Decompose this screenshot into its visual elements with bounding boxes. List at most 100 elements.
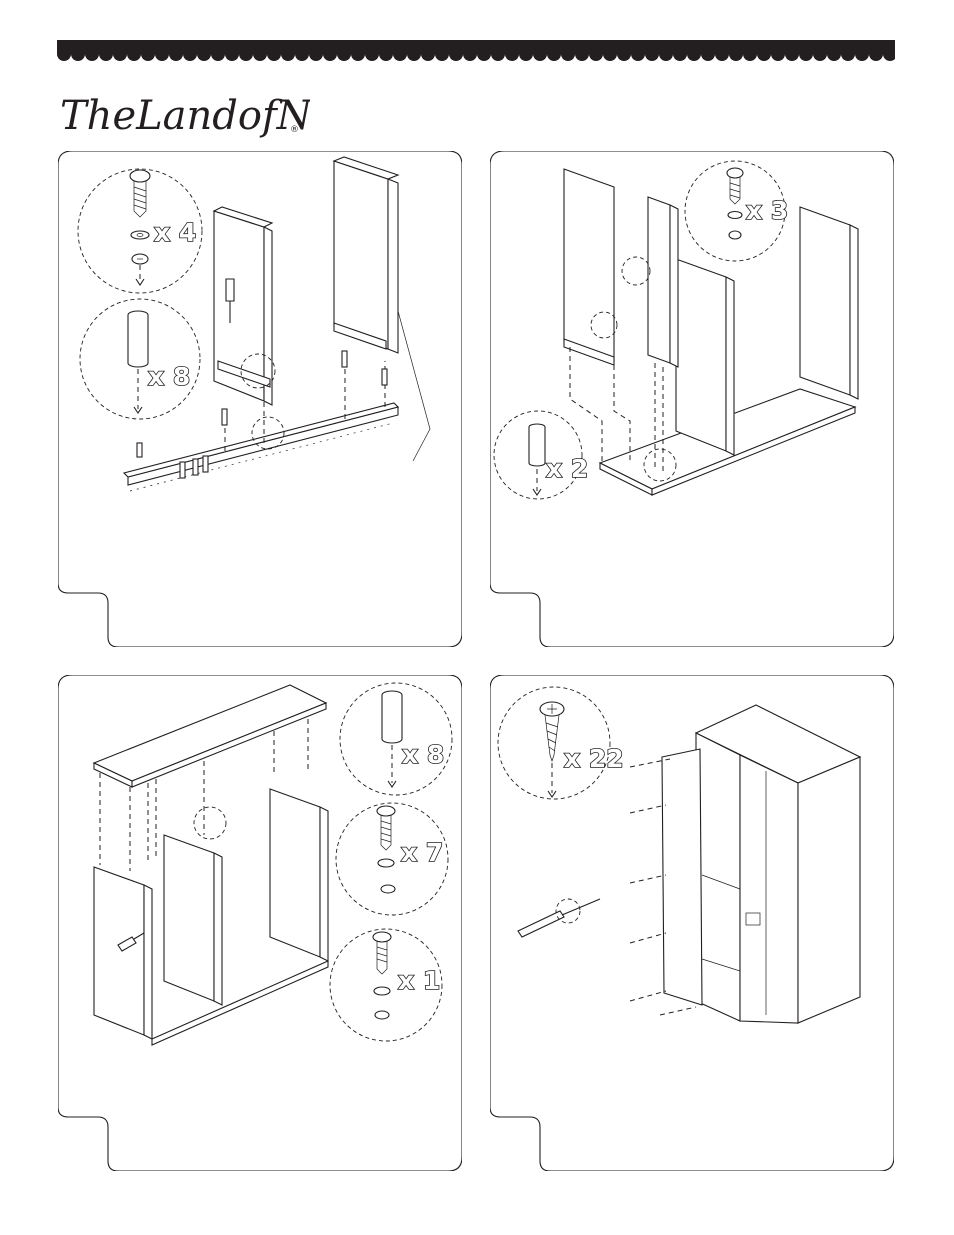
scalloped-header-banner bbox=[57, 40, 895, 62]
banner-scallop bbox=[799, 47, 813, 61]
screw-icon bbox=[377, 806, 395, 850]
banner-scallop bbox=[785, 47, 799, 61]
screw-parts-callout: x 4 bbox=[78, 169, 202, 293]
quantity-label: x 7 bbox=[401, 838, 443, 867]
banner-scallop bbox=[267, 47, 281, 61]
banner-scallop bbox=[421, 47, 435, 61]
banner-scallop bbox=[141, 47, 155, 61]
banner-scallop bbox=[71, 47, 85, 61]
banner-scallop bbox=[351, 47, 365, 61]
screw-icon bbox=[130, 170, 150, 217]
banner-scallop bbox=[127, 47, 141, 61]
banner-scallop bbox=[435, 47, 449, 61]
registered-mark: ® bbox=[290, 125, 299, 135]
wardrobe-drawing bbox=[696, 705, 860, 1023]
banner-scallop bbox=[239, 47, 253, 61]
banner-scallop bbox=[645, 47, 659, 61]
dowel-parts-callout: x 8 bbox=[340, 683, 452, 795]
cam-lock-icon bbox=[132, 254, 148, 264]
screw-icon bbox=[373, 932, 391, 974]
banner-scallop bbox=[631, 47, 645, 61]
dowel-parts-callout: x 2 bbox=[494, 411, 588, 499]
banner-scallop bbox=[85, 47, 99, 61]
screw-parts-callout: x 3 bbox=[685, 161, 788, 261]
dowel-parts-callout: x 8 bbox=[80, 299, 200, 419]
banner-scallop bbox=[729, 47, 743, 61]
step-2-panel: x 3 x 2 bbox=[490, 151, 894, 647]
banner-scallop bbox=[561, 47, 575, 61]
wood-dowel-icon bbox=[382, 691, 402, 743]
side-panel-left-drawing bbox=[214, 207, 275, 405]
banner-scallop bbox=[505, 47, 519, 61]
banner-scallop bbox=[575, 47, 589, 61]
quantity-label: x 22 bbox=[564, 744, 624, 773]
quantity-label: x 8 bbox=[148, 362, 190, 391]
wood-dowel-icon bbox=[529, 424, 545, 466]
quantity-label: x 8 bbox=[402, 740, 444, 769]
banner-scallop bbox=[225, 47, 239, 61]
banner-scallop bbox=[757, 47, 771, 61]
banner-scallop bbox=[547, 47, 561, 61]
banner-scallop bbox=[57, 47, 71, 61]
washer-icon bbox=[378, 859, 394, 867]
quantity-label: x 3 bbox=[746, 196, 788, 225]
step-1-panel: x 4 x 8 bbox=[58, 151, 462, 647]
banner-scallop bbox=[701, 47, 715, 61]
washer-icon bbox=[728, 212, 742, 219]
banner-scallop bbox=[281, 47, 295, 61]
banner-scallop bbox=[295, 47, 309, 61]
cabinet-carcass-drawing bbox=[564, 169, 858, 495]
banner-scallop bbox=[393, 47, 407, 61]
banner-scallop bbox=[169, 47, 183, 61]
step-4-illustration: x 22 bbox=[490, 675, 894, 1171]
banner-scallop bbox=[519, 47, 533, 61]
banner-scallop bbox=[477, 47, 491, 61]
banner-scallop bbox=[337, 47, 351, 61]
banner-scallop bbox=[771, 47, 785, 61]
banner-scallop bbox=[463, 47, 477, 61]
back-panel-drawing bbox=[662, 749, 702, 1005]
banner-scallop bbox=[617, 47, 631, 61]
step-1-illustration: x 4 x 8 bbox=[58, 151, 462, 647]
banner-scallop bbox=[855, 47, 869, 61]
step-4-panel: x 22 bbox=[490, 675, 894, 1171]
banner-scallop bbox=[533, 47, 547, 61]
brand-logo: TheLandofNod ® bbox=[60, 84, 310, 144]
banner-scallop bbox=[715, 47, 729, 61]
banner-scallop bbox=[365, 47, 379, 61]
banner-scallop bbox=[155, 47, 169, 61]
step-2-illustration: x 3 x 2 bbox=[490, 151, 894, 647]
wood-screw-icon bbox=[540, 702, 564, 761]
banner-scallop bbox=[813, 47, 827, 61]
banner-scallop bbox=[827, 47, 841, 61]
banner-scallop bbox=[253, 47, 267, 61]
screw-icon bbox=[727, 168, 743, 204]
banner-scallop bbox=[113, 47, 127, 61]
banner-scallop bbox=[197, 47, 211, 61]
banner-scallop bbox=[211, 47, 225, 61]
banner-scallop bbox=[491, 47, 505, 61]
step-3-panel: x 8 x 7 bbox=[58, 675, 462, 1171]
screwdriver-icon bbox=[518, 899, 600, 937]
quantity-label: x 2 bbox=[546, 454, 588, 483]
screw-parts-callout: x 7 bbox=[336, 803, 448, 915]
wood-dowel-icon bbox=[128, 311, 148, 367]
wood-screw-parts-callout: x 22 bbox=[498, 687, 624, 799]
banner-scallop bbox=[407, 47, 421, 61]
quantity-label: x 4 bbox=[154, 218, 196, 247]
banner-scallop bbox=[183, 47, 197, 61]
banner-scallop bbox=[659, 47, 673, 61]
banner-scallop bbox=[379, 47, 393, 61]
banner-scallop bbox=[869, 47, 883, 61]
banner-scallop bbox=[99, 47, 113, 61]
banner-scallop bbox=[449, 47, 463, 61]
step-3-illustration: x 8 x 7 bbox=[58, 675, 462, 1171]
banner-scallop bbox=[673, 47, 687, 61]
washer-icon bbox=[131, 231, 149, 239]
banner-scallop bbox=[603, 47, 617, 61]
cabinet-carcass-drawing bbox=[94, 789, 328, 1045]
logo-wordmark: TheLandofNod bbox=[60, 93, 310, 139]
cam-lock-icon bbox=[375, 1011, 389, 1019]
washer-icon bbox=[374, 987, 390, 995]
cam-lock-icon bbox=[729, 231, 741, 239]
